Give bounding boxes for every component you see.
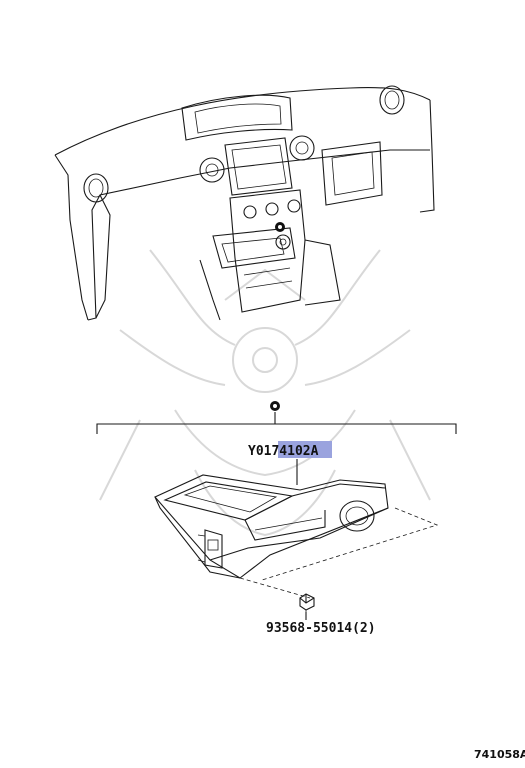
- storage-tray-assembly: [154, 474, 389, 579]
- instrument-panel-overview: [54, 85, 435, 321]
- svg-text:Y0174102A: Y0174102A: [248, 444, 319, 459]
- screw-fastener: [299, 593, 315, 616]
- watermark-logo: [99, 249, 431, 537]
- part-code-highlight: [278, 441, 332, 458]
- location-marker-dashboard: [275, 222, 285, 232]
- fastener-part-label[interactable]: 93568-55014(2): [266, 621, 376, 636]
- assembly-part-label[interactable]: Y0174102A: [248, 441, 332, 459]
- assembly-bracket: [96, 412, 457, 434]
- alignment-line-right: [261, 507, 439, 581]
- part-prefix: Y01: [248, 444, 272, 459]
- figure-id: 741058A: [474, 748, 525, 761]
- part-code: 74102A: [271, 444, 318, 459]
- location-marker-detail: [270, 401, 280, 411]
- alignment-line-screw: [239, 577, 311, 599]
